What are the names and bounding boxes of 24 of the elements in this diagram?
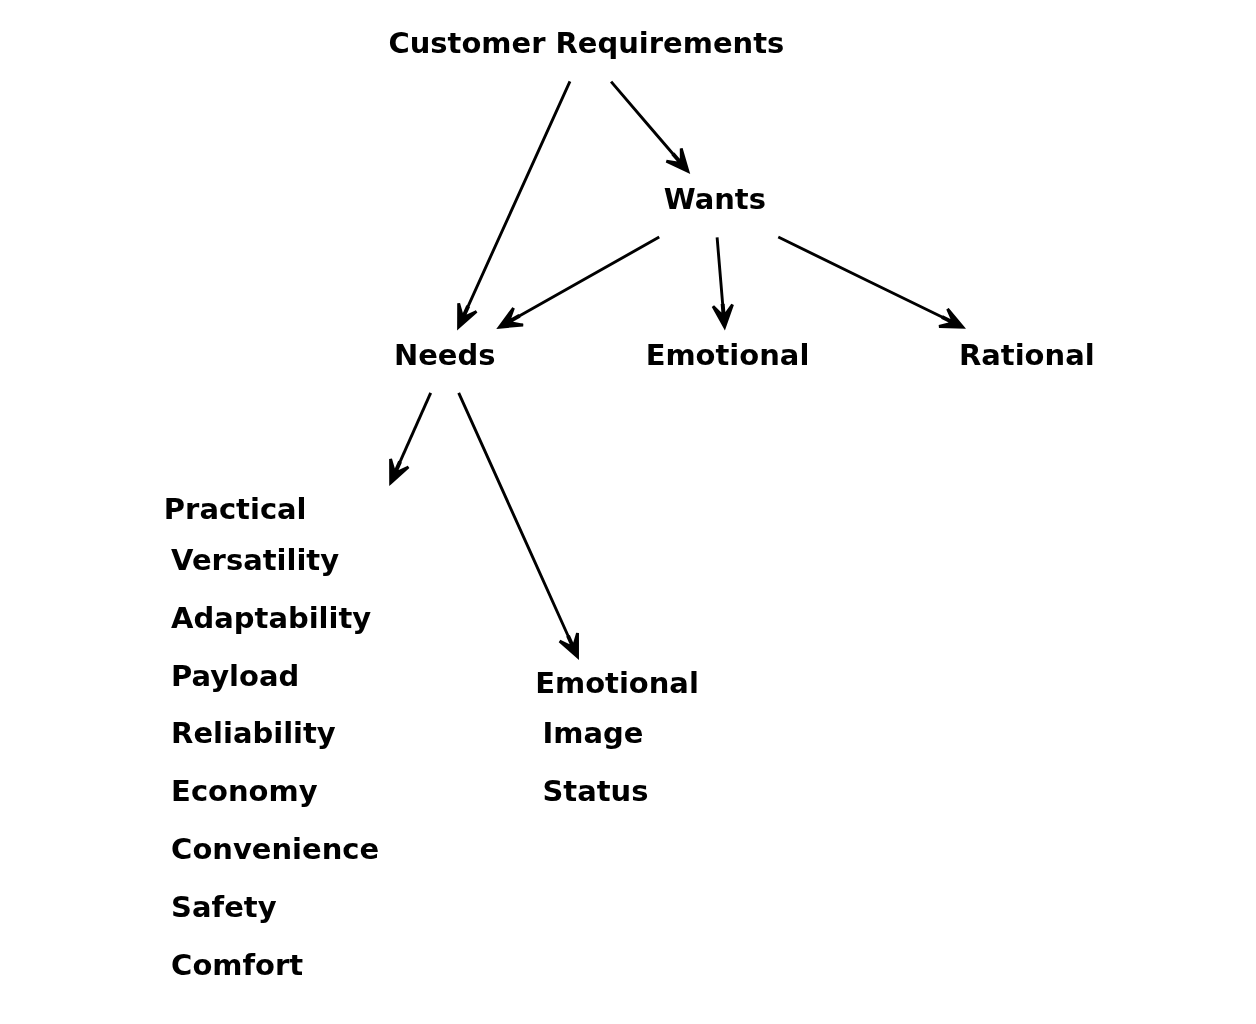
- arrow: [457, 80, 572, 329]
- node-label: Adaptability: [171, 600, 372, 635]
- node-label: Economy: [171, 774, 318, 809]
- node-label: Convenience: [171, 832, 380, 867]
- arrow: [389, 392, 432, 485]
- arrow: [457, 392, 579, 659]
- node-text: Emotional: [645, 337, 810, 372]
- node-label: Image: [542, 716, 644, 751]
- node-label: Comfort: [171, 948, 304, 983]
- node-text: Needs: [393, 337, 496, 372]
- arrow: [610, 80, 690, 173]
- node-label: Status: [542, 774, 649, 809]
- arrow: [777, 235, 965, 329]
- node-label: Payload: [171, 658, 300, 693]
- node-label: Reliability: [171, 716, 336, 751]
- node-text: Customer Requirements: [388, 26, 785, 61]
- arrow: [497, 235, 660, 329]
- node-text: Emotional: [535, 665, 699, 700]
- node-label: Versatility: [171, 542, 340, 577]
- node-text: Practical: [163, 491, 307, 526]
- node-text: Rational: [958, 337, 1095, 372]
- node-label: Safety: [171, 890, 277, 925]
- arrow: [711, 237, 734, 329]
- node-text: Wants: [663, 182, 766, 217]
